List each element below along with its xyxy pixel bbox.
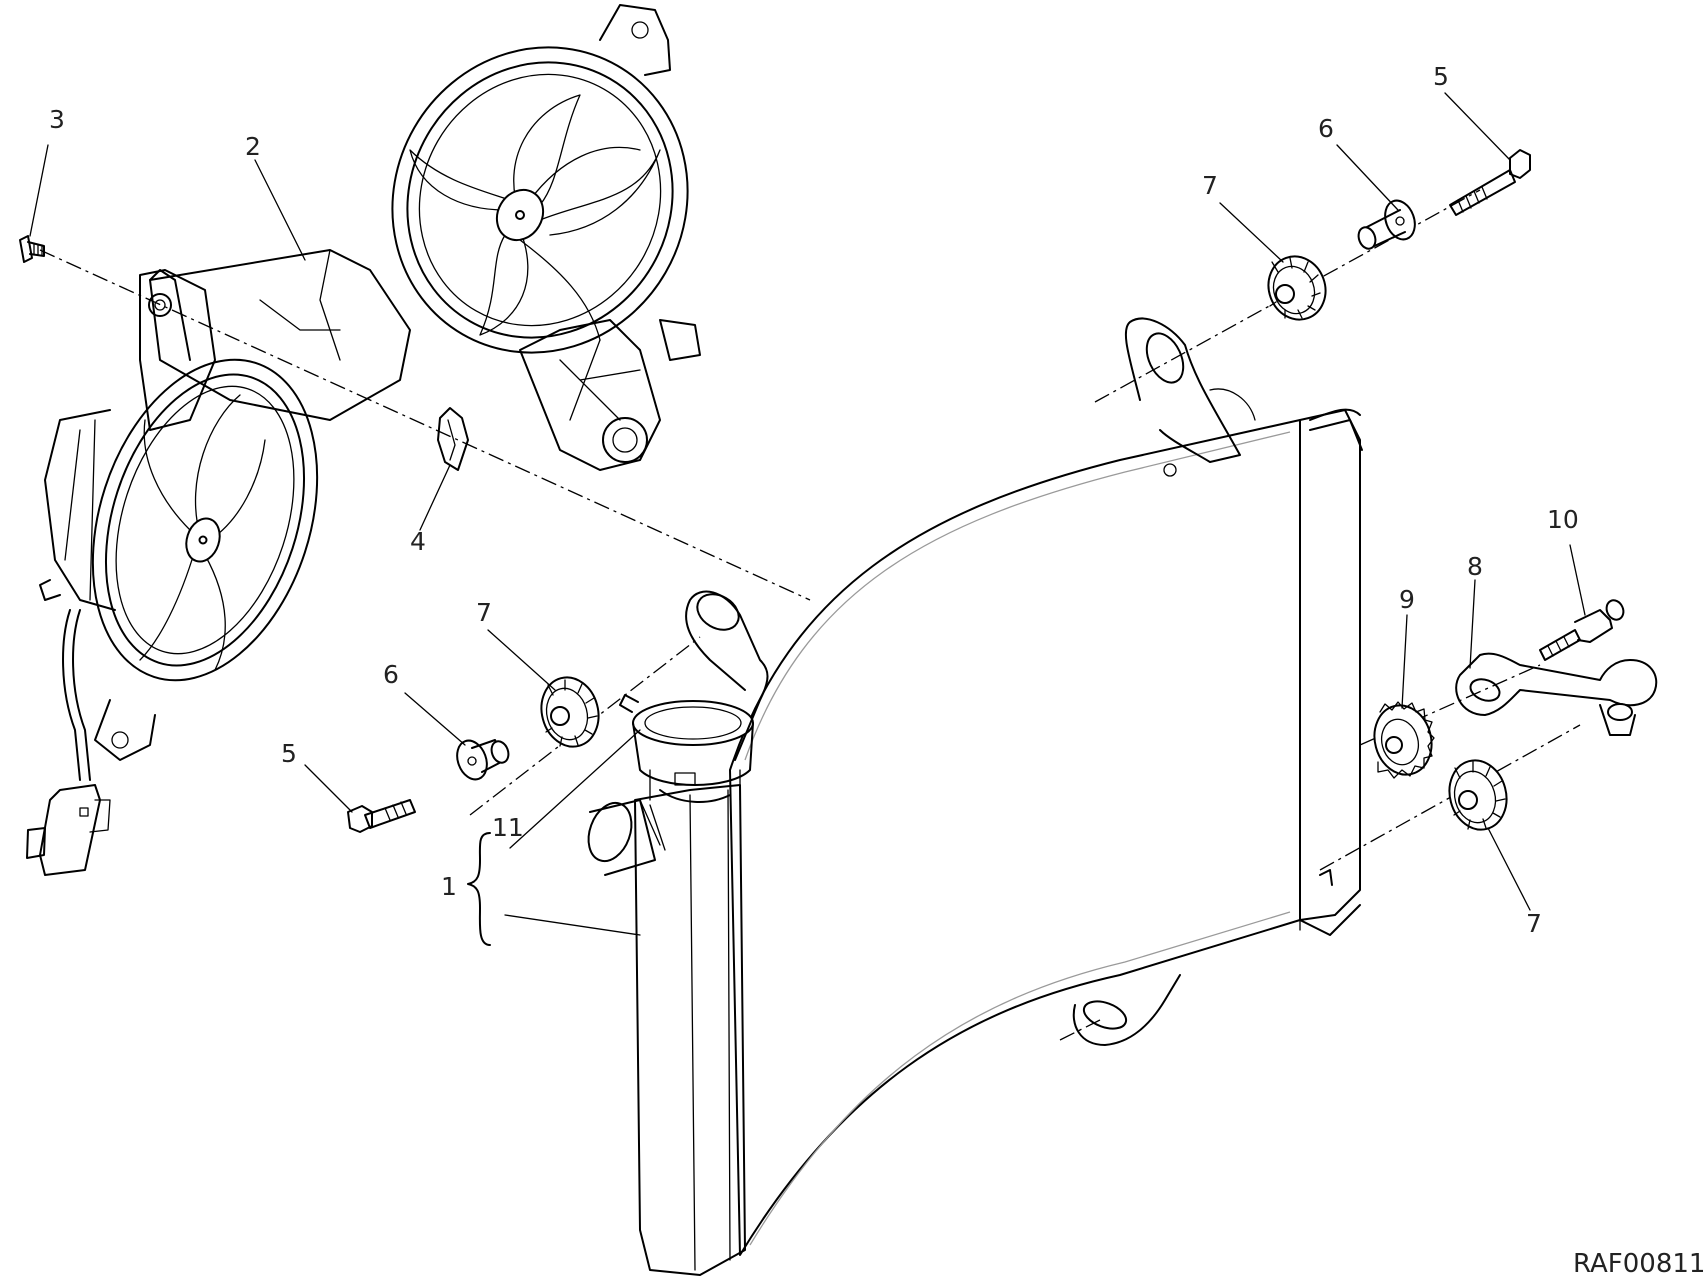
grommet-part-7-top <box>1267 255 1327 321</box>
assembly-axis-lines <box>39 189 1581 1041</box>
stud-part-10 <box>1539 599 1625 661</box>
screw-part-3 <box>19 235 45 263</box>
toothed-grommet-part-9 <box>1373 701 1435 779</box>
radiator-outlet-pipe <box>587 799 666 876</box>
grommet-part-7-left <box>540 676 600 748</box>
callout-10: 10 <box>1547 505 1579 534</box>
lower-fan-blades-icon <box>139 394 266 671</box>
callout-5-left: 5 <box>281 739 297 768</box>
callout-11: 11 <box>492 813 524 842</box>
radiator-part-1 <box>587 317 1363 1276</box>
callout-7-right: 7 <box>1526 909 1542 938</box>
fan-connector-icon <box>26 784 111 876</box>
callout-4: 4 <box>410 527 426 556</box>
cooling-fan-assembly <box>26 4 701 876</box>
drawing-code: RAF00811 <box>1573 1249 1705 1279</box>
callout-6-top: 6 <box>1318 114 1334 143</box>
callout-labels: 1 2 3 4 5 5 6 6 7 7 7 8 9 10 11 <box>49 62 1579 938</box>
callout-9: 9 <box>1399 585 1415 614</box>
radiator-filler-neck <box>619 694 754 803</box>
callout-8: 8 <box>1467 552 1483 581</box>
upper-fan-blades-icon <box>409 94 661 341</box>
callout-5-top: 5 <box>1433 62 1449 91</box>
bolt-part-5-top <box>1449 149 1531 216</box>
spacer-part-6-left <box>456 739 510 781</box>
leader-lines <box>29 92 1586 946</box>
callout-2: 2 <box>245 132 261 161</box>
callout-7-top: 7 <box>1202 171 1218 200</box>
callout-1: 1 <box>441 872 457 901</box>
bracket-part-8 <box>1455 652 1658 736</box>
callout-7-left: 7 <box>476 598 492 627</box>
callout-3: 3 <box>49 105 65 134</box>
callout-6-left: 6 <box>383 660 399 689</box>
grommet-part-7-right <box>1448 759 1508 831</box>
spacer-part-6-top <box>1357 199 1416 250</box>
bolt-part-5-left <box>347 799 416 833</box>
clip-part-4 <box>437 407 469 471</box>
